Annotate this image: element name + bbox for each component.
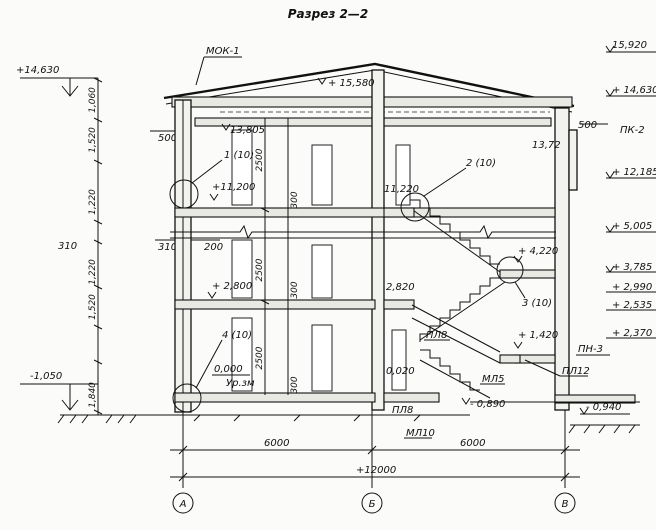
callout-4: 4 (10)	[222, 330, 252, 341]
callout-2: 2 (10)	[466, 158, 496, 169]
label-pk: ПК-2	[620, 125, 645, 136]
right-level-7: + 2,535	[612, 300, 652, 311]
right-level-1: 15,920	[612, 40, 647, 51]
left-dimension-chain: +14,630 -1,050 1,060 1,520 1,220 310 1,2…	[16, 65, 223, 424]
right-level-6: + 2,990	[612, 282, 652, 293]
left-dim-1: 1,060	[88, 87, 98, 113]
label-pl12: ПЛ12	[562, 366, 590, 377]
mark-0000: 0,000	[214, 364, 243, 375]
left-dim-5: 1,220	[88, 259, 98, 285]
element-labels: МОК-1 ПК-2 500 ПН-3 ПЛ8 ПЛ8 МЛ5 МЛ10 ПЛ1…	[195, 46, 645, 439]
left-small-500: 500	[158, 133, 177, 144]
left-dim-4: 310	[58, 241, 77, 252]
left-dim-2: 1,520	[88, 127, 98, 153]
story-dim-3: 2500	[255, 148, 265, 171]
right-level-9: - 0,940	[586, 402, 621, 413]
mark-0020: 0,020	[386, 366, 415, 377]
left-dim-3: 1,220	[88, 189, 98, 215]
right-level-3: + 12,185	[612, 167, 656, 178]
mark-13805: 13,805	[230, 125, 265, 136]
right-level-2: + 14,630	[612, 85, 656, 96]
label-ml5: МЛ5	[482, 374, 505, 385]
right-level-5: + 3,785	[612, 262, 652, 273]
story-dim-1: 2500	[255, 346, 265, 369]
left-level-top: +14,630	[16, 65, 59, 76]
story-small-2: 300	[290, 281, 300, 298]
bottom-dimensions: 6000 6000 +12000 А Б В	[170, 410, 580, 514]
axis-b: Б	[369, 499, 376, 510]
label-pl8-b: ПЛ8	[392, 405, 413, 416]
right-level-marks: 15,920 + 14,630 + 12,185 + 5,005 + 3,785…	[579, 40, 656, 415]
label-pk-dim: 500	[578, 120, 597, 131]
right-level-4: + 5,005	[612, 221, 652, 232]
story-dim-2: 2500	[255, 258, 265, 281]
left-dim-7: 1,840	[88, 382, 98, 408]
right-level-8: + 2,370	[612, 328, 652, 339]
inner-level-marks: + 15,580 13,805 13,72 +11,200 11,220 + 4…	[207, 77, 561, 410]
label-pn: ПН-3	[578, 344, 603, 355]
drawing-title: Разрез 2—2	[288, 7, 368, 21]
span-ab: 6000	[264, 438, 289, 449]
mark-11200a: +11,200	[212, 182, 255, 193]
mark-1420: + 1,420	[518, 330, 558, 341]
mark-11200b: 11,220	[384, 184, 419, 195]
mark-13720: 13,72	[532, 140, 561, 151]
building-section: 2500 2500 2500 300 300 300	[163, 62, 640, 434]
axis-v: В	[562, 499, 569, 510]
mark-2800: + 2,800	[212, 281, 252, 292]
mark-2820: 2,820	[386, 282, 415, 293]
mark-15580: + 15,580	[328, 78, 375, 89]
total-span: +12000	[356, 465, 396, 476]
label-mok: МОК-1	[206, 46, 240, 57]
mark-4220: + 4,220	[518, 246, 558, 257]
left-level-bottom: -1,050	[30, 371, 62, 382]
mark-0890: - 0,890	[470, 399, 505, 410]
axis-a: А	[179, 499, 187, 510]
label-pl8-a: ПЛ8	[426, 330, 447, 341]
ground-level-mark: Ур.зм	[226, 378, 255, 389]
story-small-3: 300	[290, 191, 300, 208]
left-small-310: 310	[158, 242, 177, 253]
staircase	[383, 199, 521, 399]
left-dim-6: 1,520	[88, 294, 98, 320]
callouts: 1 (10) 2 (10) 3 (10) 4 (10)	[169, 150, 552, 413]
story-small-1: 300	[290, 376, 300, 393]
callout-3: 3 (10)	[522, 298, 552, 309]
label-ml10: МЛ10	[406, 428, 435, 439]
callout-1: 1 (10)	[224, 150, 254, 161]
left-small-200: 200	[204, 242, 223, 253]
span-bv: 6000	[460, 438, 485, 449]
